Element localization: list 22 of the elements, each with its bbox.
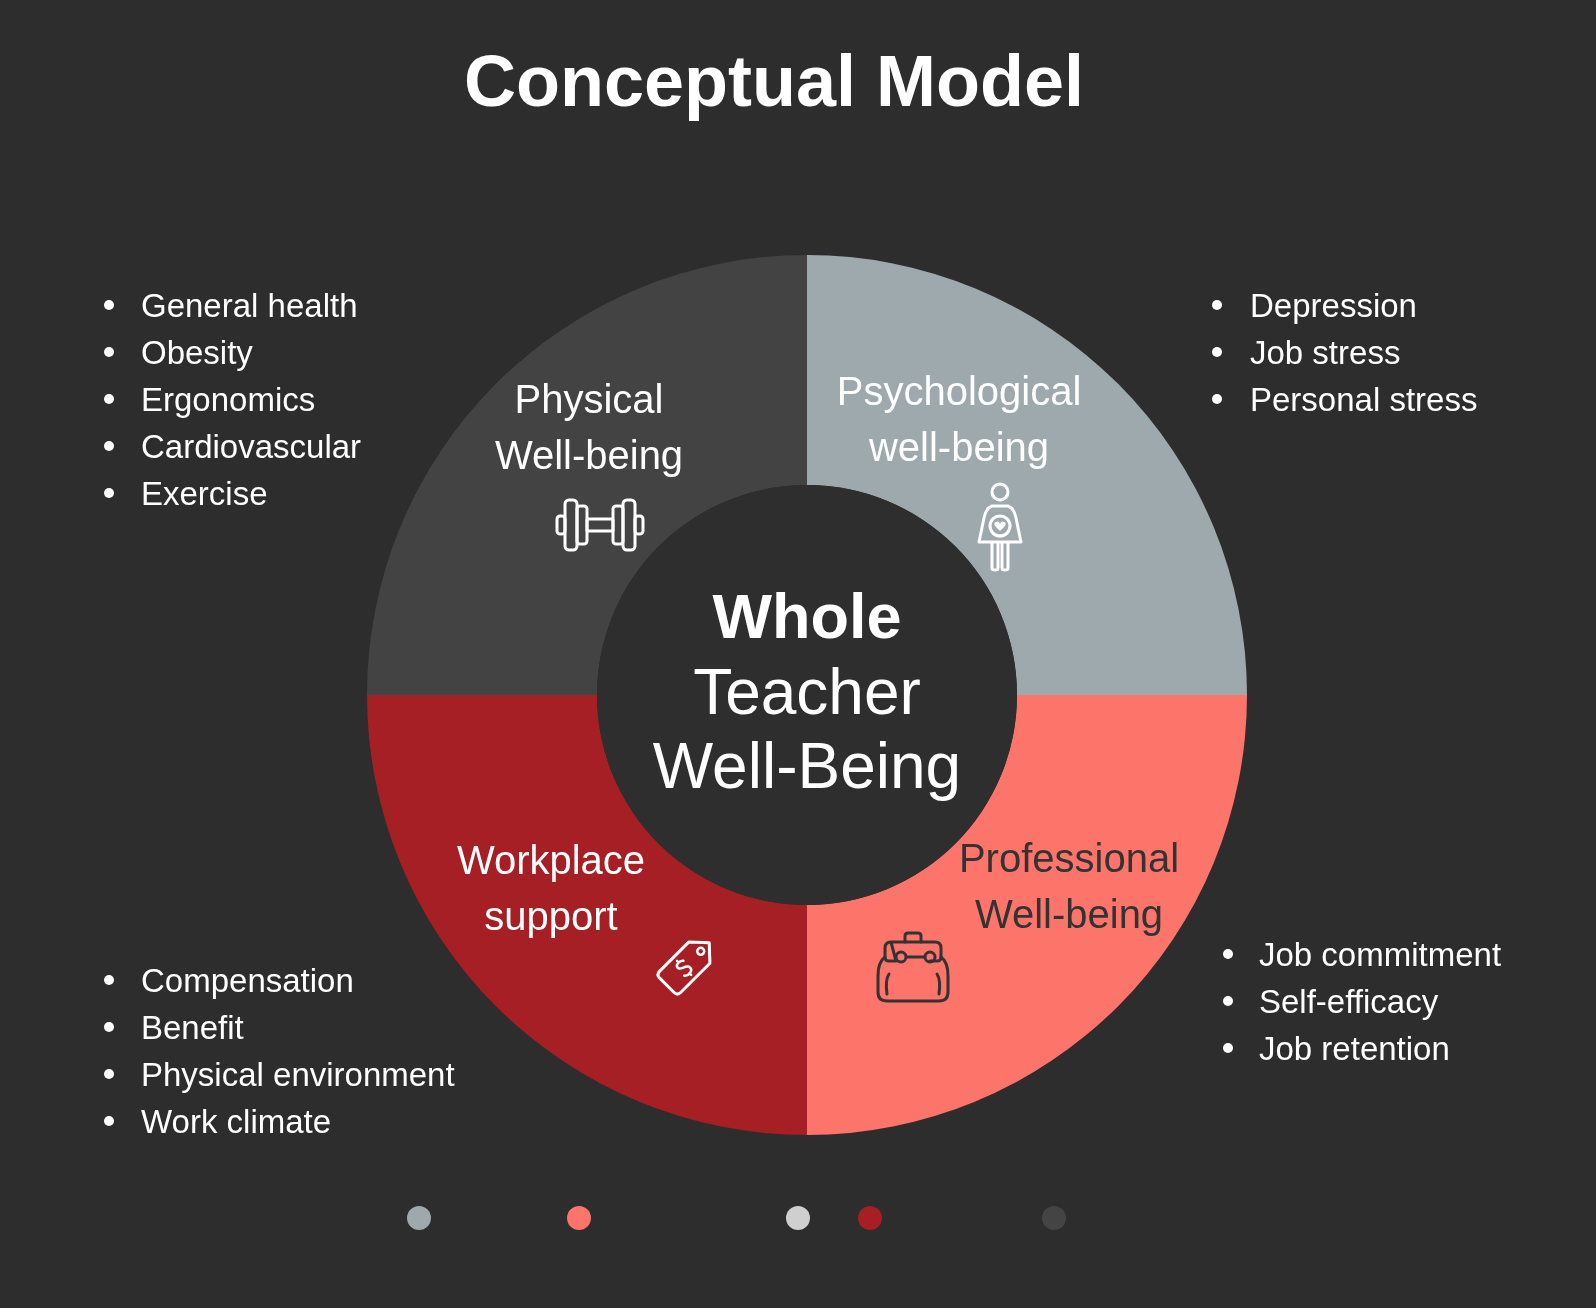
title: Conceptual Model xyxy=(463,40,1085,123)
segment-label: Physical Well-being xyxy=(493,376,685,479)
list-item: Physical environment xyxy=(141,1054,455,1095)
segment-label: Professional Well-being xyxy=(957,835,1181,938)
list-item: General health xyxy=(141,285,358,326)
list-item: Benefit xyxy=(141,1007,244,1048)
list-item: Exercise xyxy=(141,473,268,514)
list-item: Depression xyxy=(1250,285,1417,326)
segment-label: Psychological well-being xyxy=(835,368,1083,471)
list-item: Ergonomics xyxy=(141,379,316,420)
list-item: Work climate xyxy=(141,1101,332,1142)
list-item: Job retention xyxy=(1259,1028,1450,1069)
list-item: Self-efficacy xyxy=(1259,981,1439,1022)
list-item: Compensation xyxy=(141,960,354,1001)
list-item: Obesity xyxy=(141,332,253,373)
center-heading: Whole xyxy=(711,580,903,653)
list-item: Job commitment xyxy=(1259,934,1502,975)
segment-label: Workplace support xyxy=(455,837,647,940)
list-item: Cardiovascular xyxy=(141,426,362,467)
list-item: Personal stress xyxy=(1250,379,1478,420)
list-item: Job stress xyxy=(1250,332,1401,373)
center-text: Teacher Well-Being xyxy=(651,655,963,803)
